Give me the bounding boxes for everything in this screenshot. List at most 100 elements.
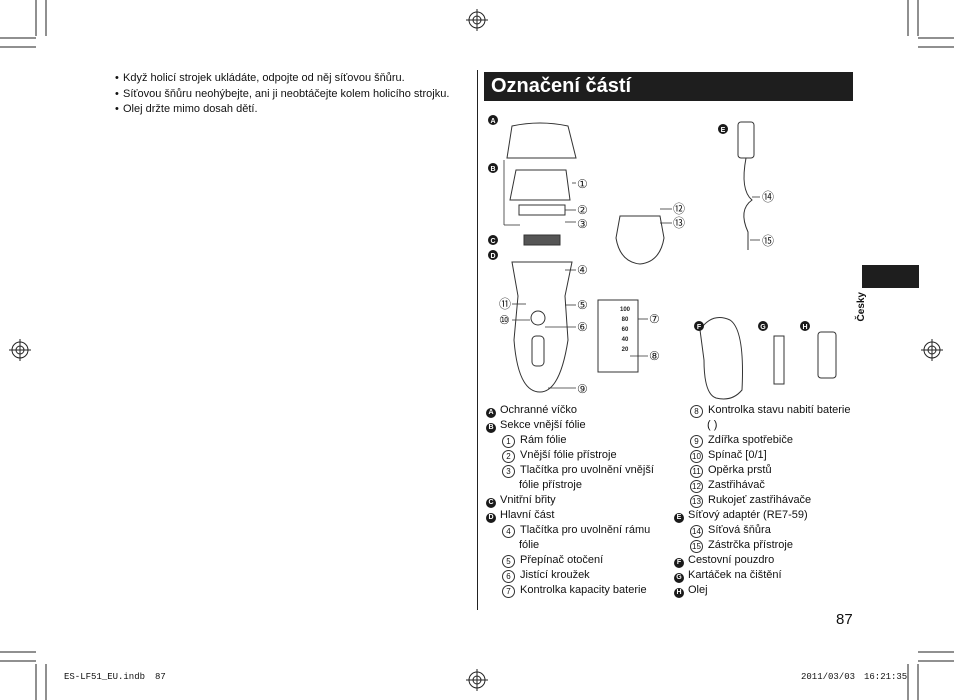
callout-1: ① bbox=[577, 177, 588, 191]
letter-badge: G bbox=[674, 573, 684, 583]
battery-level-80: 80 bbox=[622, 317, 629, 323]
letter-badge: B bbox=[486, 423, 496, 433]
battery-level-60: 60 bbox=[622, 327, 629, 333]
footer-date: 2011/03/03 bbox=[801, 672, 856, 682]
oil-bottle-illustration bbox=[817, 331, 837, 379]
number-badge: 6 bbox=[502, 570, 515, 583]
callout-14: ⑭ bbox=[762, 190, 774, 204]
bullet-item: Síťovou šňůru neohýbejte, ani ji neobtáč… bbox=[115, 87, 465, 103]
number-badge: 13 bbox=[690, 495, 703, 508]
diagram-letter-g: G bbox=[760, 324, 766, 331]
travel-pouch-illustration bbox=[699, 317, 743, 400]
letter-badge: F bbox=[674, 558, 684, 568]
diagram-letter-f: F bbox=[697, 324, 702, 331]
diagram-letter-b: B bbox=[490, 166, 495, 173]
number-badge: 4 bbox=[502, 525, 515, 538]
footer-page: 87 bbox=[155, 672, 166, 682]
page-number: 87 bbox=[836, 611, 853, 628]
callout-13: ⑬ bbox=[673, 216, 685, 230]
battery-indicator-panel bbox=[597, 299, 639, 373]
number-badge: 15 bbox=[690, 540, 703, 553]
letter-badge: E bbox=[674, 513, 684, 523]
main-body-illustration bbox=[511, 261, 573, 393]
number-badge: 10 bbox=[690, 450, 703, 463]
letter-badge: A bbox=[486, 408, 496, 418]
bullet-item: Když holicí strojek ukládáte, odpojte od… bbox=[115, 71, 465, 87]
number-badge: 5 bbox=[502, 555, 515, 568]
number-badge: 12 bbox=[690, 480, 703, 493]
outer-foil-illustration bbox=[518, 204, 566, 216]
letter-badge: C bbox=[486, 498, 496, 508]
trimmer-illustration bbox=[615, 215, 665, 265]
section-title: Označení částí bbox=[491, 75, 632, 97]
callout-3: ③ bbox=[577, 217, 588, 231]
callout-8: ⑧ bbox=[649, 349, 660, 363]
diagram-letter-d: D bbox=[490, 253, 495, 260]
safety-notes: Když holicí strojek ukládáte, odpojte od… bbox=[115, 71, 465, 118]
callout-9: ⑨ bbox=[577, 382, 588, 396]
bullet-item: Olej držte mimo dosah dětí. bbox=[115, 102, 465, 118]
diagram-letter-e: E bbox=[721, 127, 726, 134]
language-label: Česky bbox=[856, 292, 867, 322]
letter-badge: H bbox=[674, 588, 684, 598]
callout-6: ⑥ bbox=[577, 320, 588, 334]
diagram-letter-a: A bbox=[490, 118, 495, 125]
callout-5: ⑤ bbox=[577, 298, 588, 312]
letter-badge: D bbox=[486, 513, 496, 523]
diagram-letter-c: C bbox=[490, 238, 495, 245]
number-badge: 14 bbox=[690, 525, 703, 538]
number-badge: 8 bbox=[690, 405, 703, 418]
foil-frame-illustration bbox=[509, 169, 571, 201]
diagram-letter-h: H bbox=[802, 324, 807, 331]
adapter-illustration bbox=[737, 121, 755, 159]
number-badge: 1 bbox=[502, 435, 515, 448]
number-badge: 9 bbox=[690, 435, 703, 448]
legend-item: fólie přístroje bbox=[519, 479, 582, 491]
number-badge: 7 bbox=[502, 585, 515, 598]
callout-2: ② bbox=[577, 203, 588, 217]
section-header: Označení částí bbox=[484, 72, 853, 101]
callout-4: ④ bbox=[577, 263, 588, 277]
inner-blades-illustration bbox=[523, 234, 561, 246]
battery-level-100: 100 bbox=[620, 307, 631, 313]
cleaning-brush-illustration bbox=[773, 335, 785, 385]
battery-level-40: 40 bbox=[622, 337, 629, 343]
callout-15: ⑮ bbox=[762, 234, 774, 248]
callout-10: ⑩ bbox=[499, 313, 510, 327]
footer-file: ES-LF51_EU.indb bbox=[64, 672, 146, 682]
number-badge: 3 bbox=[502, 465, 515, 478]
column-divider bbox=[477, 70, 478, 610]
legend-item: fólie bbox=[519, 539, 540, 551]
callout-11: ⑪ bbox=[499, 297, 511, 311]
callout-12: ⑫ bbox=[673, 202, 685, 216]
protective-cap-illustration bbox=[506, 122, 577, 159]
number-badge: 11 bbox=[690, 465, 703, 478]
language-tab bbox=[862, 265, 919, 288]
